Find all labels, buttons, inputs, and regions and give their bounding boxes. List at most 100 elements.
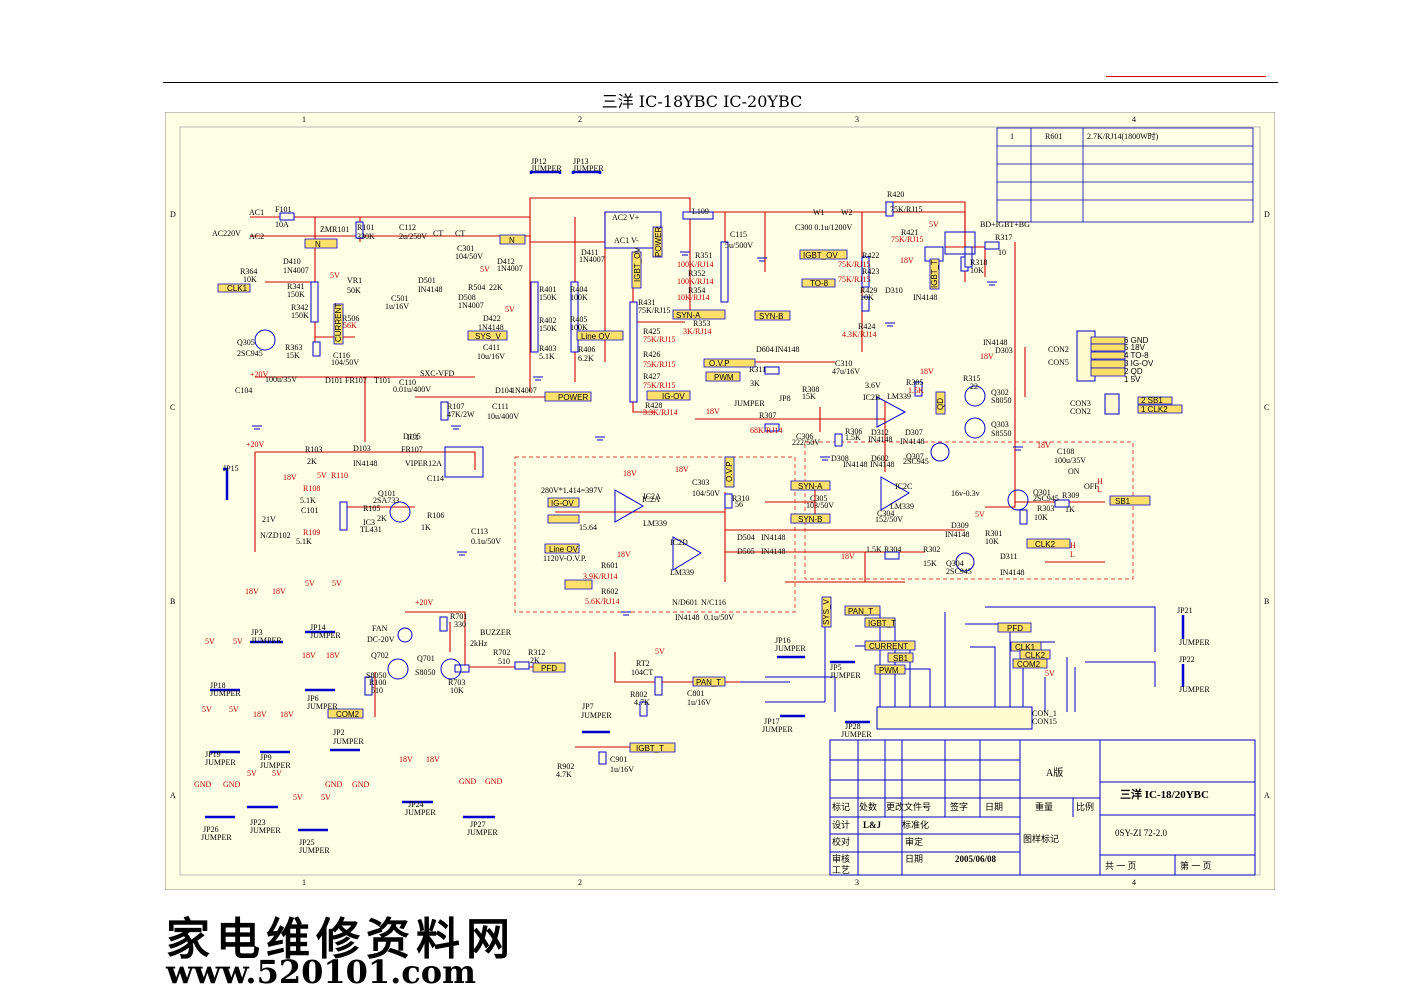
svg-text:IGBT_T: IGBT_T [636,744,664,753]
svg-text:JP8: JP8 [779,394,791,403]
svg-text:PAN_T: PAN_T [696,678,721,687]
svg-text:C104: C104 [235,386,252,395]
svg-text:R318: R318 [970,258,987,267]
svg-text:18V: 18V [426,755,440,764]
svg-text:JUMPER: JUMPER [581,711,612,720]
svg-text:1N4007: 1N4007 [511,386,537,395]
svg-text:IN4148: IN4148 [761,547,785,556]
svg-text:IGBT_OV: IGBT_OV [633,247,642,282]
svg-text:IN4148: IN4148 [1000,568,1024,577]
svg-text:JUMPER: JUMPER [299,846,330,855]
svg-text:D104: D104 [495,386,513,395]
svg-text:18V: 18V [272,587,286,596]
svg-text:5V: 5V [330,271,340,280]
svg-text:R311: R311 [749,365,766,374]
svg-text:JUMPER: JUMPER [205,758,236,767]
svg-text:R103: R103 [305,445,322,454]
svg-text:+20V: +20V [250,370,269,379]
svg-text:GND: GND [459,777,477,786]
svg-text:IN4148: IN4148 [913,293,937,302]
svg-text:5V: 5V [272,769,282,778]
svg-text:100K/RJ14: 100K/RJ14 [677,260,713,269]
svg-text:18V: 18V [617,550,631,559]
svg-text:C303: C303 [692,478,709,487]
svg-text:75K/RJ15: 75K/RJ15 [838,260,870,269]
top-rule [163,82,1278,83]
svg-text:C411: C411 [483,343,500,352]
svg-text:CURRENT: CURRENT [869,642,908,651]
svg-text:R109: R109 [303,528,320,537]
svg-text:18V: 18V [1037,441,1051,450]
svg-text:15K: 15K [923,559,937,568]
svg-text:BUZZER: BUZZER [480,628,512,637]
svg-text:SXC-VFD: SXC-VFD [420,369,454,378]
svg-text:3.6V: 3.6V [865,381,881,390]
svg-text:2005/06/08: 2005/06/08 [955,854,997,864]
svg-text:L109: L109 [692,207,709,216]
svg-text:R402: R402 [539,316,556,325]
svg-text:R363: R363 [285,343,302,352]
svg-text:IN4148: IN4148 [870,460,894,469]
svg-text:5.1K: 5.1K [296,537,312,546]
page-title: 三洋 IC-18YBC IC-20YBC [601,92,803,111]
svg-text:5 18V: 5 18V [1124,343,1146,352]
svg-text:C111: C111 [492,402,509,411]
svg-text:H: H [1097,477,1103,486]
svg-text:5V: 5V [1045,669,1055,678]
svg-text:R703: R703 [448,678,465,687]
svg-text:W2: W2 [841,208,853,217]
svg-text:1.5K: 1.5K [908,386,924,395]
svg-text:75K/RJ15: 75K/RJ15 [890,205,922,214]
svg-text:N/D601: N/D601 [672,598,698,607]
svg-text:R309: R309 [1062,491,1079,500]
svg-text:日期: 日期 [985,802,1003,812]
connector-blocks [876,330,1120,730]
label-ic1: IC1 [407,433,419,442]
svg-text:R405: R405 [570,315,587,324]
svg-text:1120V-O.V.P.: 1120V-O.V.P. [543,554,587,563]
svg-text:5V: 5V [332,579,342,588]
svg-text:510: 510 [498,657,510,666]
svg-text:R601: R601 [1045,132,1062,141]
svg-text:R428: R428 [645,401,662,410]
svg-text:R342: R342 [291,303,308,312]
svg-text:104/50V: 104/50V [331,358,359,367]
svg-text:1N4007: 1N4007 [283,266,309,275]
svg-text:C301: C301 [457,244,474,253]
svg-text:JP12: JP12 [531,157,547,166]
svg-text:10K: 10K [243,275,257,284]
svg-text:SB1: SB1 [893,654,909,663]
svg-text:4.3K/RJ14: 4.3K/RJ14 [842,330,876,339]
svg-text:JUMPER: JUMPER [762,725,793,734]
svg-text:JP27: JP27 [470,820,486,829]
svg-text:5V: 5V [305,579,315,588]
svg-text:150K: 150K [291,311,309,320]
svg-text:D308: D308 [831,454,849,463]
svg-text:AC1 V-: AC1 V- [614,236,639,245]
svg-text:IGBT_T: IGBT_T [868,619,896,628]
svg-text:JP3: JP3 [251,628,263,637]
svg-text:JP28: JP28 [845,722,861,731]
svg-text:LM339: LM339 [887,392,911,401]
svg-text:D422: D422 [483,314,501,323]
svg-text:18V: 18V [900,256,914,265]
watermark-chinese: 家电维修资料网 [166,914,516,965]
svg-text:AC2: AC2 [249,232,264,241]
svg-text:10K: 10K [985,537,999,546]
svg-text:75K/RJ15: 75K/RJ15 [643,335,675,344]
svg-text:0.01u/400V: 0.01u/400V [393,385,431,394]
svg-text:JP13: JP13 [573,157,589,166]
svg-text:GND: GND [485,777,503,786]
svg-text:JUMPER: JUMPER [573,164,604,173]
svg-text:R307: R307 [759,411,776,420]
svg-text:POWER: POWER [558,393,588,402]
net-label-flags [217,226,1183,753]
svg-text:Q305: Q305 [237,338,255,347]
svg-text:5.1K: 5.1K [300,496,316,505]
svg-text:OFF: OFF [1084,482,1099,491]
svg-text:75K/RJ15: 75K/RJ15 [838,275,870,284]
svg-text:ZMR101: ZMR101 [320,225,349,234]
svg-text:D602: D602 [871,454,889,463]
svg-text:C300 0.1u/1200V: C300 0.1u/1200V [795,223,853,232]
svg-text:5V: 5V [317,471,327,480]
